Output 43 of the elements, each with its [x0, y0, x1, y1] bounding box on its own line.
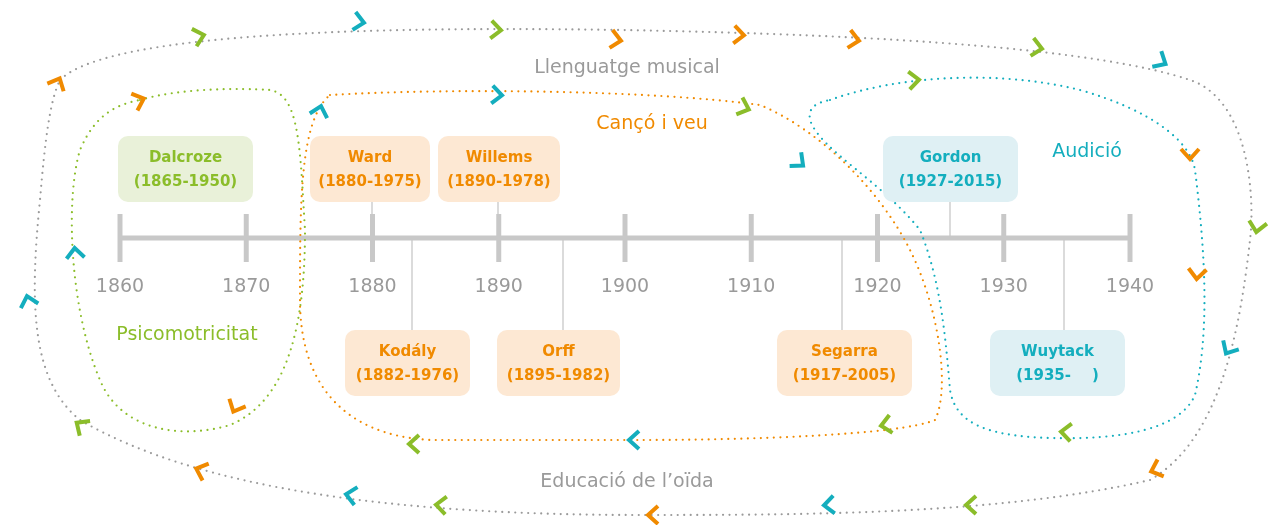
group-label: Audició — [1052, 139, 1122, 161]
person-card — [777, 330, 912, 396]
group-label: Educació de l’oïda — [540, 469, 714, 491]
person-card — [990, 330, 1125, 396]
leader-line — [411, 237, 413, 331]
person-name: Kodály — [378, 341, 437, 362]
person-name: Segarra — [811, 341, 878, 362]
life-dates: (1935- ) — [1016, 365, 1099, 386]
group-label: Cançó i veu — [596, 111, 708, 133]
year-label: 1920 — [853, 274, 902, 296]
year-label: 1910 — [727, 274, 776, 296]
person-card — [310, 136, 430, 202]
life-dates: (1895-1982) — [506, 365, 611, 386]
person-card — [118, 136, 253, 202]
life-dates: (1865-1950) — [133, 171, 238, 192]
person-name: Dalcroze — [148, 147, 223, 168]
leader-line — [841, 237, 843, 331]
life-dates: (1880-1975) — [318, 171, 422, 192]
year-label: 1860 — [95, 274, 145, 296]
person-name: Orff — [542, 341, 575, 362]
person-name: Gordon — [919, 147, 982, 168]
leader-line — [562, 237, 564, 331]
person-card — [497, 330, 620, 396]
life-dates: (1890-1978) — [447, 171, 551, 192]
person-card — [438, 136, 560, 202]
leader-line — [1063, 237, 1065, 331]
person-card — [345, 330, 470, 396]
life-dates: (1882-1976) — [355, 365, 460, 386]
group-label: Psicomotricitat — [116, 322, 258, 344]
leader-line — [949, 201, 951, 239]
person-name: Willems — [465, 147, 533, 168]
year-label: 1940 — [1105, 274, 1155, 296]
year-label: 1890 — [474, 274, 523, 296]
life-dates: (1927-2015) — [898, 171, 1003, 192]
life-dates: (1917-2005) — [792, 365, 897, 386]
person-card — [883, 136, 1018, 202]
year-label: 1900 — [600, 274, 650, 296]
person-name: Ward — [347, 147, 393, 168]
year-label: 1930 — [979, 274, 1028, 296]
year-label: 1870 — [222, 274, 271, 296]
year-label: 1880 — [348, 274, 397, 296]
person-name: Wuytack — [1020, 341, 1095, 362]
group-label: Llenguatge musical — [534, 55, 720, 77]
